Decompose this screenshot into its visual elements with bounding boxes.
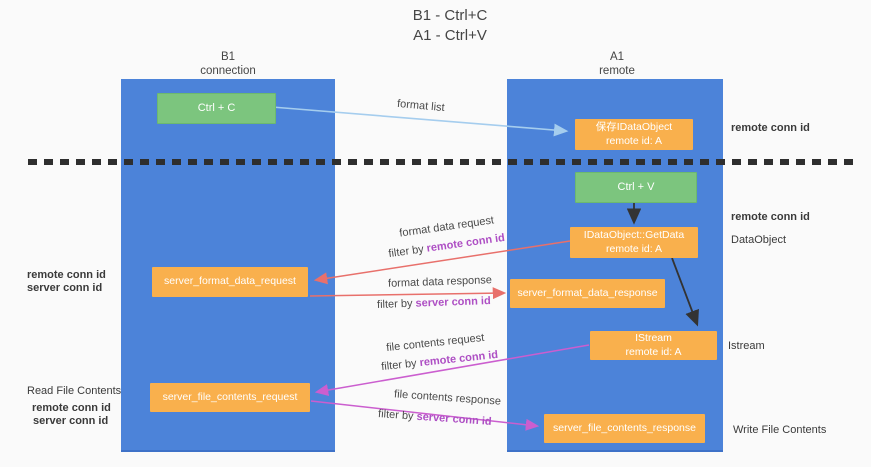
dataobject-annotation: DataObject [731,234,787,246]
remote-conn-id-annotation-right-2: remote conn id [731,211,810,223]
read-file-contents-annotation: Read File Contents [27,385,122,397]
ctrl-v-node: Ctrl + V [575,172,697,203]
filter-by-text: filter by [387,242,428,261]
server-file-contents-request-node: server_file_contents_request [150,383,310,412]
server-file-contents-response-label: server_file_contents_response [552,421,696,434]
filter-by-server-conn-id-label-2: filter by server conn id [378,408,492,428]
server-format-data-request-node: server_format_data_request [152,267,308,297]
istream-line2: remote id: A [625,345,682,358]
lane-b1-subtitle: connection [200,65,256,78]
server-file-contents-request-label: server_file_contents_request [162,390,298,403]
dashed-separator-line [28,159,858,165]
getdata-line2: remote id: A [605,242,663,255]
server-file-contents-response-node: server_file_contents_response [544,414,705,443]
istream-line1: IStream [635,332,672,345]
server-conn-id-text: server conn id [416,410,492,428]
server-format-data-request-label: server_format_data_request [164,275,296,288]
save-idataobject-line1: 保存IDataObject [595,121,673,134]
format-list-label: format list [396,97,446,115]
lane-a1-subtitle: remote [599,65,635,78]
filter-by-text: filter by [380,357,421,374]
remote-conn-id-annotation-right-1: remote conn id [731,122,810,134]
write-file-contents-annotation: Write File Contents [733,424,827,436]
getdata-line1: IDataObject::GetData [583,229,685,242]
lane-header-a1: A1 remote [547,50,687,79]
server-conn-id-annotation-left-1: server conn id [27,282,103,294]
filter-by-text: filter by [377,408,417,423]
diagram-title-line-1: B1 - Ctrl+C [412,7,488,24]
diagram-title: B1 - Ctrl+C A1 - Ctrl+V [300,6,600,47]
istream-node: IStream remote id: A [590,331,717,360]
remote-conn-id-text: remote conn id [425,231,506,255]
lane-b1-name: B1 [220,51,236,63]
ctrl-c-node: Ctrl + C [157,93,276,124]
filter-by-server-conn-id-label-1: filter by server conn id [377,295,491,311]
lane-header-b1: B1 connection [158,50,298,79]
format-data-response-label: format data response [387,274,493,290]
istream-annotation: Istream [728,340,765,352]
server-conn-id-annotation-left-2: server conn id [33,415,109,427]
remote-conn-id-text: remote conn id [418,348,499,370]
ctrl-c-label: Ctrl + C [197,101,236,114]
save-idataobject-line2: remote id: A [605,134,663,147]
idataobject-getdata-node: IDataObject::GetData remote id: A [570,227,698,258]
diagram-title-line-2: A1 - Ctrl+V [413,27,487,45]
filter-by-text: filter by [376,297,416,311]
save-idataobject-node: 保存IDataObject remote id: A [575,119,693,150]
remote-conn-id-annotation-left-1: remote conn id [27,269,106,281]
server-format-data-response-node: server_format_data_response [510,279,665,308]
file-contents-response-label: file contents response [393,388,502,408]
server-format-data-response-label: server_format_data_response [517,286,658,299]
server-conn-id-text: server conn id [415,295,491,310]
remote-conn-id-annotation-left-2: remote conn id [32,402,111,414]
ctrl-v-label: Ctrl + V [617,180,655,193]
lane-a1-name: A1 [609,51,625,63]
